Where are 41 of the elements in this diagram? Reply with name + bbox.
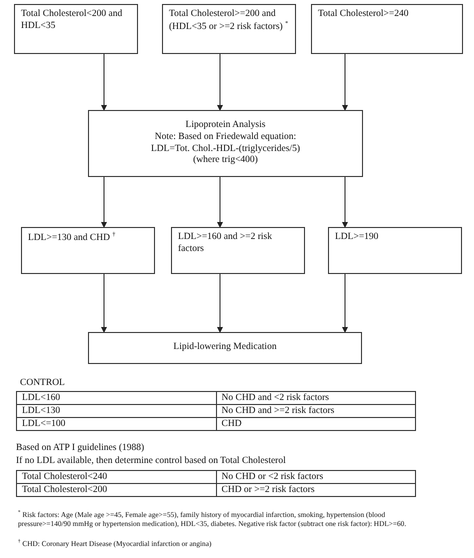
arrow — [101, 176, 107, 228]
table-heading: CONTROL — [20, 378, 65, 390]
process-box — [88, 332, 362, 364]
box-text: Total Cholesterol>=200 and (HDL<35 or >=2 risk factors) $^{*}$ — [169, 9, 289, 34]
box-text: LDL=Tot. Chol.-HDL-(triglycerides/5) — [150, 144, 300, 155]
process-box — [14, 4, 138, 54]
process-box — [88, 110, 363, 177]
arrow — [342, 176, 348, 228]
box-text: LDL>=160 and >=2 risk factors — [178, 232, 273, 256]
arrow — [101, 274, 107, 333]
box-text: LDL>=130 and CHD $^{†}$ — [28, 232, 116, 246]
table-cell: CHD — [216, 418, 416, 430]
process-box — [171, 227, 305, 274]
box-text: (where trig<400) — [193, 155, 258, 168]
table-heading: If no LDL available, then determine control based on Total Cholesterol — [16, 456, 286, 468]
table-cell: No CHD and >=2 risk factors — [216, 404, 416, 418]
table-cell: LDL<=100 — [16, 418, 216, 430]
box-text: Total Cholesterol<200 and HDL<35 — [21, 9, 124, 33]
process-box — [21, 227, 155, 274]
box-text: Note: Based on Friedewald equation: — [154, 132, 296, 144]
arrow — [217, 176, 223, 228]
table-cell: No CHD or <2 risk factors — [216, 470, 416, 484]
table-cell: LDL<160 — [16, 392, 216, 404]
arrow — [342, 274, 348, 333]
table-cell: CHD or >=2 risk factors — [216, 484, 416, 496]
box-text: LDL>=190 — [335, 232, 380, 244]
arrow — [217, 54, 223, 111]
process-box — [311, 4, 463, 54]
process-box — [328, 227, 462, 274]
table-cell: Total Cholesterol<200 — [16, 484, 216, 496]
table-cell: Total Cholesterol<240 — [16, 470, 216, 484]
box-text: Total Cholesterol>=240 — [318, 9, 410, 21]
arrow — [101, 54, 107, 111]
note-text: Based on ATP I guidelines (1988) — [16, 443, 144, 454]
box-text: Lipoprotein Analysis — [186, 120, 266, 132]
table-cell: LDL<130 — [16, 404, 216, 418]
arrow — [217, 274, 223, 333]
arrow — [342, 54, 348, 111]
process-box — [162, 4, 296, 54]
box-text: Lipid-lowering Medication — [173, 342, 277, 354]
table-cell: No CHD and <2 risk factors — [216, 392, 416, 404]
